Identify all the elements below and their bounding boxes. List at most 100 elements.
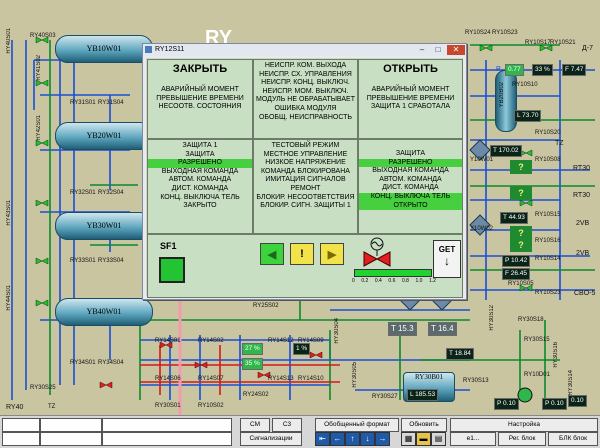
status-line: ВЫХОДНАЯ КОМАНДА [372,167,449,175]
tag: RY14S02 [198,338,224,344]
label: TZ [555,140,564,147]
first-page-button[interactable]: ⇤ [315,432,330,446]
print-button[interactable]: ▤ [431,432,446,446]
generalized-format-button[interactable]: Обобщенный формат [315,418,399,432]
status-line: АВТОМ. КОМАНДА [379,175,442,183]
empty-cell [102,432,232,446]
tag: RY30S01 [155,403,181,409]
position-bar [354,269,432,277]
status-line: АВАРИЙНЫЙ МОМЕНТ [371,86,450,93]
minimize-button[interactable]: – [419,45,425,54]
status-line: МОДУЛЬ НЕ ОБРАБАТЫВАЕТ [256,96,355,104]
tank[interactable]: YB10W01 [55,35,153,63]
tag: RY10S08 [535,157,561,163]
value-readout: P 10.42 [502,255,531,267]
scale-tick: 0.6 [388,278,396,284]
tank[interactable]: YB30W01 [55,212,153,240]
sf1-indicator[interactable] [159,257,185,283]
scale-tick: 1.2 [429,278,436,284]
tag: Y10W02 [470,226,494,232]
empty-cell [40,432,102,446]
get-button[interactable]: GET ↓ [433,240,461,278]
dialog-titlebar[interactable]: RY12S11 – □ ✕ [143,44,466,56]
status-line: НЕИСПР. МОМ. ВЫКЛЮЧ. [262,87,349,95]
tag: RY41S02 [36,55,42,81]
folder-icon: ▬ [419,434,428,443]
stop-valve-button[interactable]: ! [290,243,314,265]
open-status-panel: ЗАЩИТА РАЗРЕШЕНО ВЫХОДНАЯ КОМАНДА АВТОМ.… [358,139,463,234]
settings-button[interactable]: Настройка [450,418,598,432]
tag: RY10S23 [492,30,518,36]
tag: RY10S20 [535,130,561,136]
blk-block-button[interactable]: БЛК блок [548,432,598,446]
tank[interactable]: YB20W01 [55,122,153,150]
tag: RY30S04 [334,318,340,344]
down-button[interactable]: ↓ [360,432,375,446]
label: CBO-5 [574,290,596,297]
fault-panel: НЕИСПР. КОМ. ВЫХОДА НЕИСПР. СХ. УПРАВЛЕН… [253,59,358,139]
tag: RY10S02 [198,403,224,409]
close-status-list: ЗАЩИТА 1 ЗАЩИТА РАЗРЕШЕНО ВЫХОДНАЯ КОМАН… [148,142,252,211]
reg-block-button[interactable]: Рег. блок [498,432,546,446]
value-readout: T 44.93 [500,212,528,224]
close-status-panel: ЗАЩИТА 1 ЗАЩИТА РАЗРЕШЕНО ВЫХОДНАЯ КОМАН… [147,139,253,234]
label: 2VB [576,250,590,257]
c3-button[interactable]: C3 [272,418,302,432]
close-alarm-list: АВАРИЙНЫЙ МОМЕНТ ПРЕВЫШЕНИЕ ВРЕМЕНИ НЕСО… [148,86,252,112]
tag: RY14S09 [298,338,324,344]
e1-button[interactable]: e1... [450,432,496,446]
tag: RY31S04 [98,100,124,106]
tag: RY30S15 [524,337,550,343]
status-line: ЗАЩИТА [185,150,215,158]
tag: RY34S04 [98,360,124,366]
tank[interactable]: YB40W01 [55,298,153,326]
scale-tick: 0 [352,278,355,284]
tag: RY30S18 [518,317,544,323]
up-button[interactable]: ↑ [345,432,360,446]
tag: RY30S25 [30,385,56,391]
arrow-up-icon: ↑ [350,434,355,443]
first-icon: ⇤ [319,434,326,443]
status-line: АВАРИЙНЫЙ МОМЕНТ [161,86,239,93]
open-alarm-list: АВАРИЙНЫЙ МОМЕНТ ПРЕВЫШЕНИЕ ВРЕМЕНИ ЗАЩИ… [359,86,462,112]
value-readout: 0.77 [505,64,524,76]
maximize-button[interactable]: □ [435,45,441,54]
tag: RY10S10 [512,82,538,88]
open-header[interactable]: ОТКРЫТЬ [383,63,438,75]
status-line: ПРЕВЫШЕНИЕ ВРЕМЕНИ [156,94,244,102]
folder-button[interactable]: ▬ [416,432,431,446]
tag: RY30S05 [352,362,358,388]
label: RT30 [573,192,590,199]
grid-view-button[interactable]: ▦ [401,432,416,446]
open-alarm-panel: ОТКРЫТЬ АВАРИЙНЫЙ МОМЕНТ ПРЕВЫШЕНИЕ ВРЕМ… [358,59,463,139]
value-readout: F 7.47 [562,64,587,76]
prev-page-button[interactable]: ← [330,432,345,446]
label: Д-7 [582,45,593,52]
tag: RY10S14 [535,256,561,262]
tag: RY34S01 [70,360,96,366]
close-valve-button[interactable]: ◀ [260,243,284,265]
status-line: ТЕСТОВЫЙ РЕЖИМ [271,142,340,149]
close-button[interactable]: ✕ [447,45,465,55]
tag: RY32S01 [70,190,96,196]
status-line-active: РАЗРЕШЕНО [148,159,252,168]
tag: RY10S05 [508,281,534,287]
refresh-button[interactable]: Обновить [401,418,447,432]
tag: RY30S27 [372,394,398,400]
control-panel: SF1 ◀ ! ▶ 0 0.2 0.4 [147,234,463,298]
printer-icon: ▤ [434,434,443,443]
get-label: GET [438,245,456,254]
arrow-left-icon: ← [333,434,342,443]
empty-cell [40,418,102,432]
tag: RY40 [6,404,24,411]
next-page-button[interactable]: → [375,432,390,446]
open-valve-button[interactable]: ▶ [320,243,344,265]
tag: RY30S14 [568,370,574,396]
valve-control-dialog[interactable]: RY12S11 – □ ✕ ЗАКРЫТЬ АВАРИЙНЫЙ МОМЕНТ П… [142,43,467,300]
tag: RY32S04 [98,190,124,196]
status-line: ДИСТ. КОМАНДА [382,184,439,192]
close-header[interactable]: ЗАКРЫТЬ [172,63,228,75]
value-readout: 1 % [293,343,311,355]
signalization-button[interactable]: Сигнализации [240,432,302,446]
cm-button[interactable]: CM [240,418,270,432]
